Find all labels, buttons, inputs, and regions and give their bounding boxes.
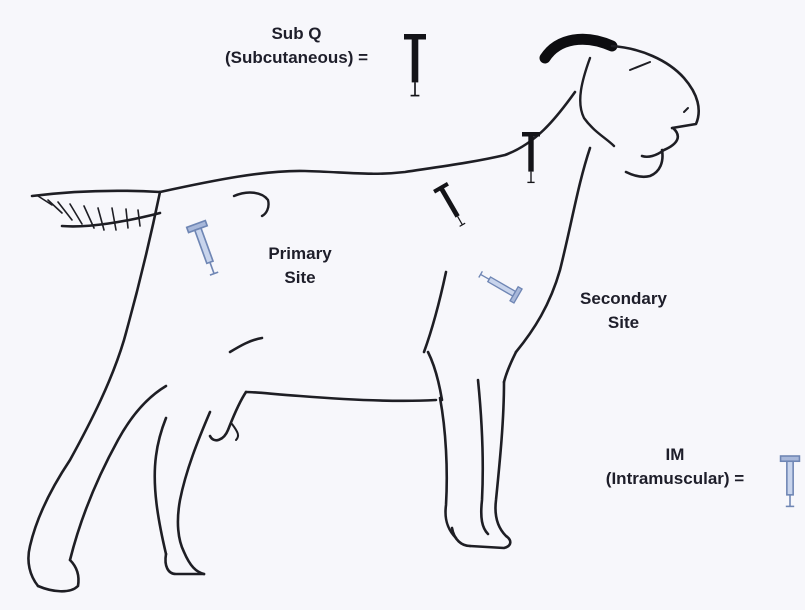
goat-ear	[580, 58, 614, 146]
im-syringe-hip-icon	[187, 221, 224, 277]
primary-site-line2: Site	[250, 266, 350, 290]
goat-horn	[545, 39, 612, 58]
subq-legend-definition: (Subcutaneous) =	[184, 46, 409, 70]
subq-syringe-shoulder-icon	[433, 182, 469, 229]
secondary-site-label: Secondary Site	[566, 287, 681, 335]
goat-nostril	[684, 108, 688, 112]
subq-legend: Sub Q (Subcutaneous) =	[184, 22, 409, 70]
goat-mouth	[642, 128, 678, 157]
goat-far-front-leg	[440, 398, 456, 538]
primary-site-label: Primary Site	[250, 242, 350, 290]
goat-tail	[32, 191, 160, 196]
goat-chest	[504, 352, 516, 382]
goat-front-leg-front	[470, 382, 510, 548]
goat-eye	[630, 62, 650, 70]
im-legend: IM (Intramuscular) =	[566, 443, 784, 491]
subq-syringe-neck-icon	[522, 132, 540, 182]
im-legend-definition: (Intramuscular) =	[566, 467, 784, 491]
im-legend-title: IM	[566, 443, 784, 467]
goat-front-leg-back	[478, 380, 488, 534]
primary-site-line1: Primary	[250, 242, 350, 266]
goat-hind-leg-front	[70, 386, 166, 560]
secondary-site-line1: Secondary	[566, 287, 681, 311]
goat-teat	[232, 424, 238, 440]
im-syringe-neck-icon	[477, 267, 523, 303]
goat-shoulder-line	[424, 272, 446, 352]
secondary-site-line2: Site	[566, 311, 681, 335]
goat-rear-leg-inner	[178, 412, 210, 574]
goat-flank-detail	[230, 338, 262, 352]
goat-belly	[246, 392, 436, 401]
goat-elbow	[428, 352, 442, 400]
subq-legend-title: Sub Q	[184, 22, 409, 46]
goat-head	[612, 46, 699, 128]
goat-back	[160, 92, 575, 192]
goat-hip-curve	[234, 193, 269, 216]
goat-rear-leg-back	[155, 418, 166, 554]
goat-hind-hoof	[38, 560, 79, 591]
goat-hind-quarter	[28, 192, 160, 586]
goat-udder	[210, 392, 246, 440]
